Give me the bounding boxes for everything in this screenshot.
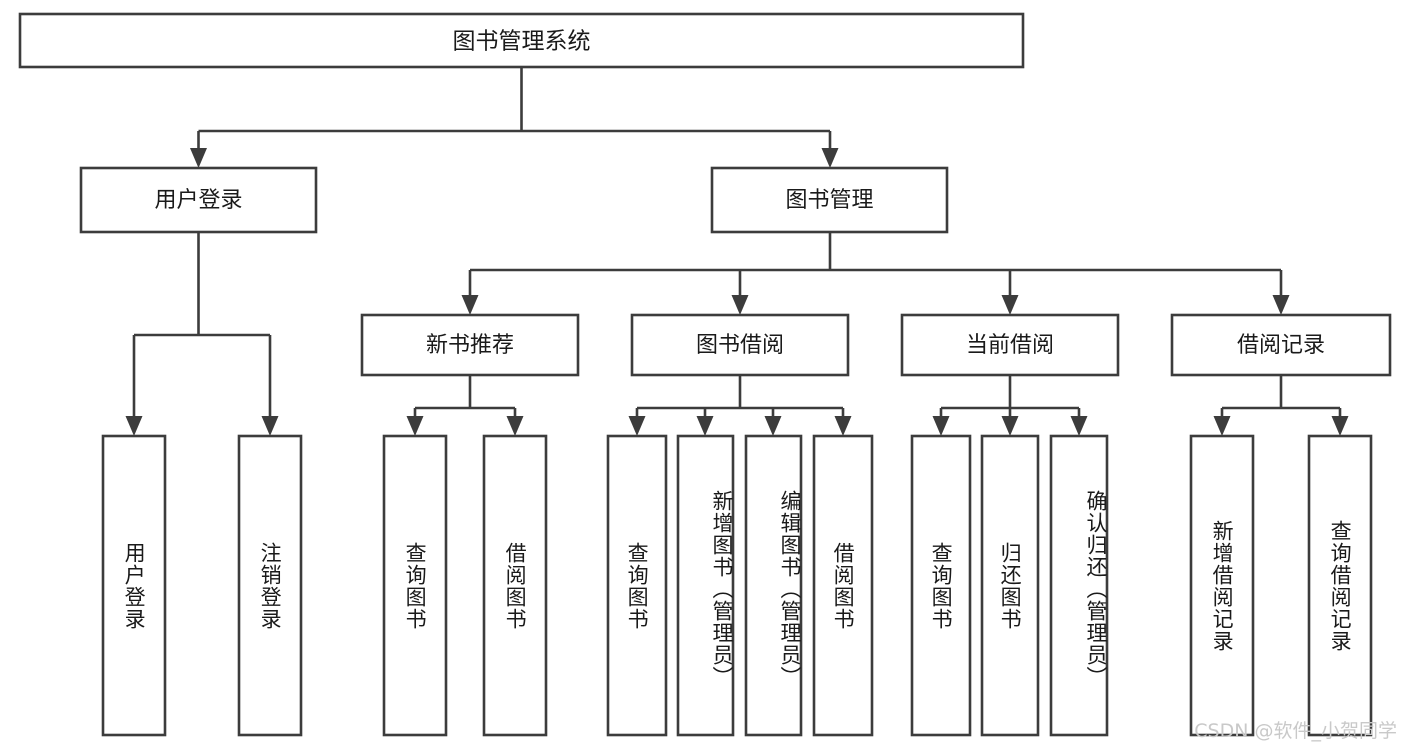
arrow-head-leaf-logout xyxy=(261,416,279,436)
node-current-borrow[interactable] xyxy=(900,313,1120,377)
node-new-book-recommend-label: 新书推荐 xyxy=(426,333,514,358)
leaf-box-current-borrow-2[interactable] xyxy=(1049,434,1109,737)
node-root[interactable] xyxy=(18,12,1025,69)
arrow-head-nb-leaf-0 xyxy=(406,416,424,436)
arrow-head-leaf-user-login xyxy=(125,416,143,436)
arrow-head-cb-leaf-2 xyxy=(1070,416,1088,436)
leaf-box-new-book-1[interactable] xyxy=(482,434,548,737)
watermark-text: CSDN @软件_小贺同学 xyxy=(1194,720,1397,742)
arrow-head-br-leaf-0 xyxy=(1213,416,1231,436)
arrow-head-user-login xyxy=(190,148,207,168)
leaf-box-new-book-0[interactable] xyxy=(382,434,448,737)
arrow-head-book-borrow xyxy=(731,295,749,315)
leaf-box-book-borrow-0[interactable] xyxy=(606,434,668,737)
connector-group-new-book xyxy=(406,375,524,436)
arrow-head-current-borrow xyxy=(1001,295,1019,315)
arrow-head-bb-leaf-3 xyxy=(834,416,852,436)
arrow-head-nb-leaf-1 xyxy=(506,416,524,436)
leaf-box-user-login-0[interactable] xyxy=(101,434,167,737)
arrow-head-bb-leaf-1 xyxy=(696,416,714,436)
arrow-head-bb-leaf-0 xyxy=(628,416,646,436)
node-book-borrow[interactable] xyxy=(630,313,850,377)
connector-group-book-borrow xyxy=(628,375,852,436)
connector-group-book-manage xyxy=(461,232,1290,315)
leaf-box-book-borrow-1[interactable] xyxy=(676,434,735,737)
arrow-head-borrow-record xyxy=(1272,295,1290,315)
leaf-box-current-borrow-1[interactable] xyxy=(980,434,1040,737)
node-borrow-record-label: 借阅记录 xyxy=(1237,333,1325,358)
arrow-head-cb-leaf-0 xyxy=(932,416,950,436)
node-book-borrow-label: 图书借阅 xyxy=(696,333,784,358)
arrow-head-cb-leaf-1 xyxy=(1001,416,1019,436)
connector-group-user-login xyxy=(125,232,279,436)
connector-group-borrow-record xyxy=(1213,375,1349,436)
arrow-head-bb-leaf-2 xyxy=(764,416,782,436)
node-current-borrow-label: 当前借阅 xyxy=(966,333,1054,358)
node-book-manage-label: 图书管理 xyxy=(785,188,873,213)
leaf-box-book-borrow-3[interactable] xyxy=(812,434,874,737)
node-book-manage[interactable] xyxy=(710,166,949,234)
arrow-head-book-manage xyxy=(821,148,839,168)
leaf-box-current-borrow-0[interactable] xyxy=(910,434,972,737)
arrow-head-new-book xyxy=(461,295,479,315)
connector-group-root xyxy=(190,67,839,168)
connector-group-current-borrow xyxy=(932,375,1088,436)
arrow-head-br-leaf-1 xyxy=(1331,416,1349,436)
leaf-box-book-borrow-2[interactable] xyxy=(744,434,803,737)
node-user-login[interactable] xyxy=(79,166,318,234)
leaf-box-borrow-record-1[interactable] xyxy=(1307,434,1373,737)
node-root-label: 图书管理系统 xyxy=(453,29,591,55)
node-new-book-recommend[interactable] xyxy=(360,313,580,377)
node-user-login-label: 用户登录 xyxy=(154,188,242,213)
leaf-box-user-login-1[interactable] xyxy=(237,434,303,737)
node-borrow-record[interactable] xyxy=(1170,313,1392,377)
leaf-box-borrow-record-0[interactable] xyxy=(1189,434,1255,737)
